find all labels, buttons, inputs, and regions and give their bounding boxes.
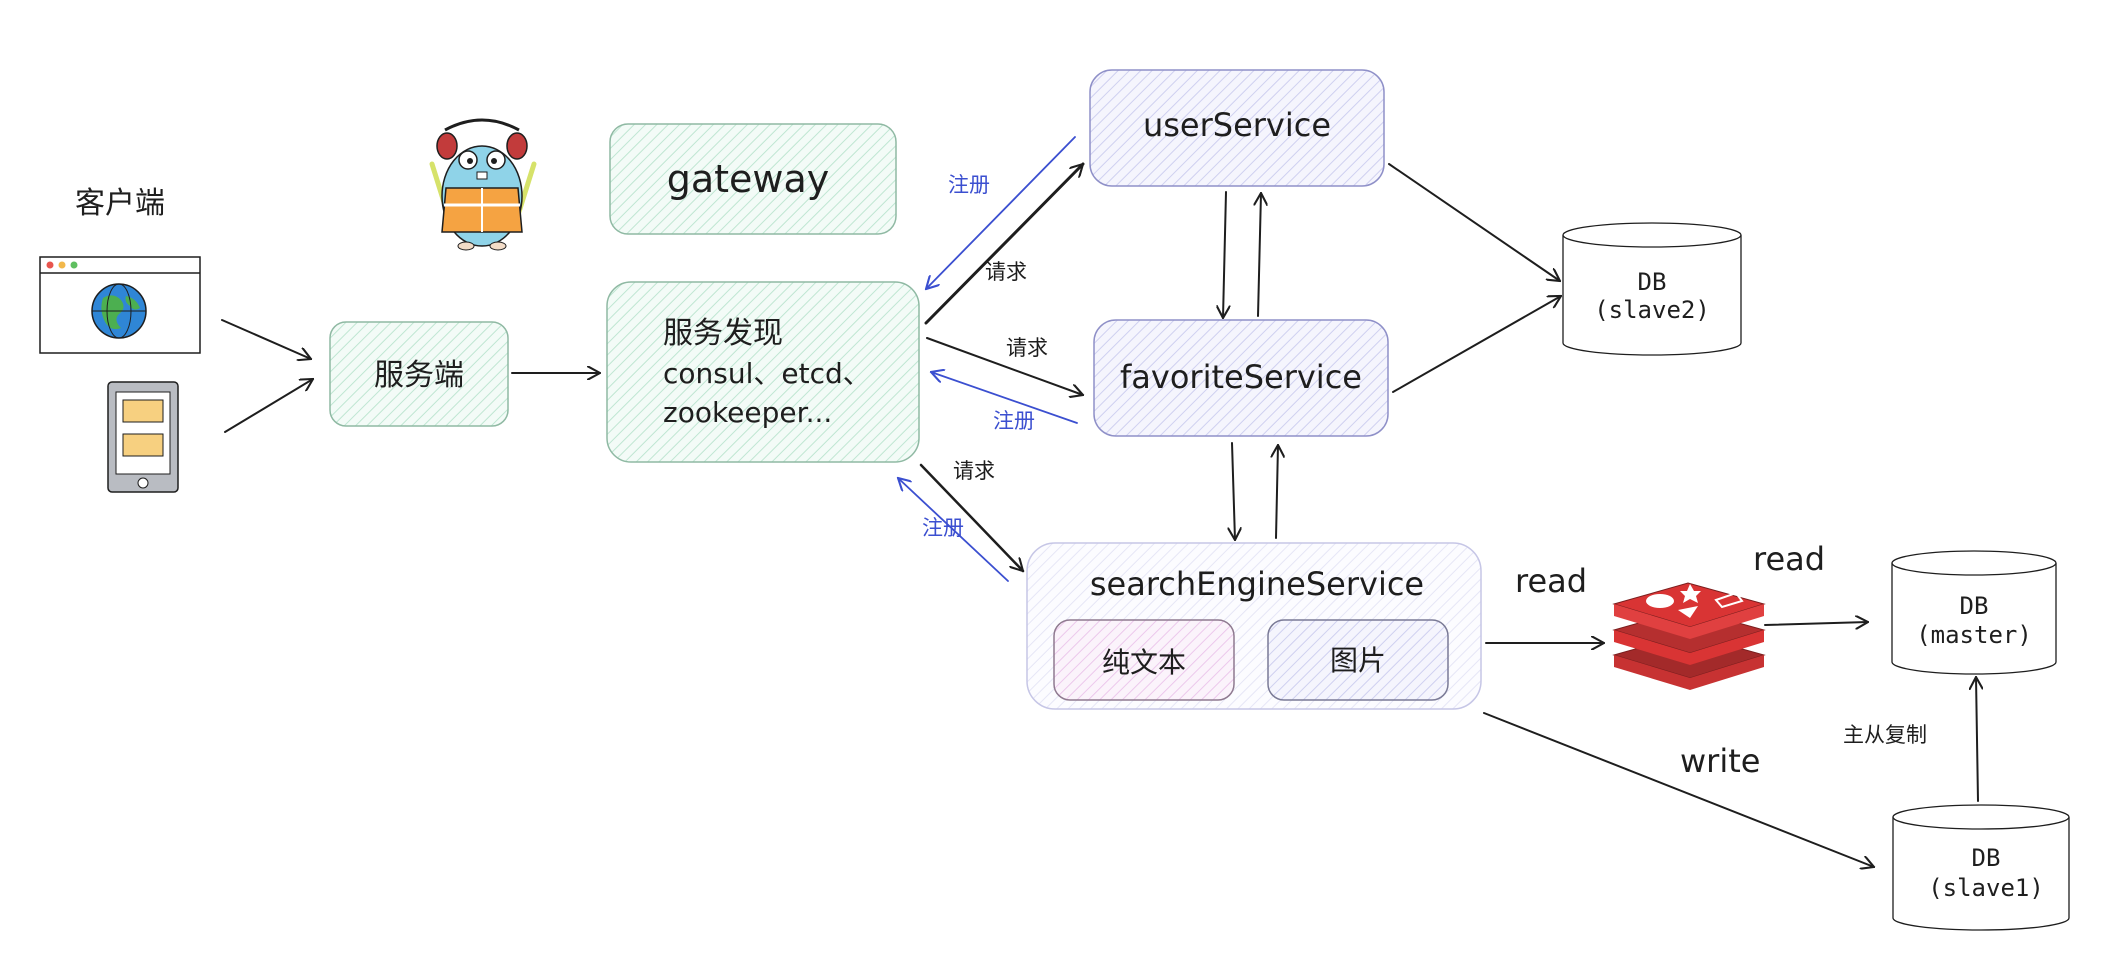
replication-label: 主从复制 [1843, 723, 1927, 747]
register-label-search: 注册 [922, 516, 964, 540]
search-engine-service-node[interactable]: searchEngineService 纯文本 图片 [1026, 542, 1482, 710]
plain-text-subnode[interactable]: 纯文本 [1053, 619, 1235, 701]
browser-globe-icon [39, 256, 201, 354]
request-label-search: 请求 [953, 459, 995, 483]
discovery-title: 服务发现 [663, 316, 783, 351]
favorite-service-node[interactable]: favoriteService [1093, 319, 1389, 437]
register-label-favorite: 注册 [993, 409, 1035, 433]
client-title: 客户端 [75, 186, 165, 221]
db-slave1-line2: (slave1) [1928, 874, 2044, 902]
db-slave1-line1: DB [1972, 844, 2001, 872]
db-slave2[interactable]: DB (slave2) [1562, 222, 1742, 356]
image-label: 图片 [1330, 644, 1386, 677]
db-slave2-line1: DB [1638, 268, 1667, 296]
connection-arrows [221, 164, 1978, 867]
plain-text-label: 纯文本 [1102, 646, 1186, 679]
db-slave1[interactable]: DB (slave1) [1892, 804, 2070, 931]
request-label-favorite: 请求 [1006, 336, 1048, 360]
gopher-mascot-icon [429, 118, 537, 251]
service-discovery-node[interactable]: 服务发现 consul、etcd、 zookeeper... [606, 281, 920, 463]
server-label: 服务端 [374, 358, 464, 393]
db-master-line1: DB [1960, 592, 1989, 620]
gateway-label: gateway [667, 157, 830, 201]
read-label-search: read [1515, 562, 1587, 600]
db-slave2-line2: (slave2) [1594, 296, 1710, 324]
read-label-master: read [1753, 540, 1825, 578]
mobile-phone-icon [107, 381, 179, 493]
write-label: write [1680, 742, 1760, 780]
register-arrows [898, 136, 1078, 582]
discovery-line2: consul、etcd、 [663, 357, 871, 390]
db-master-line2: (master) [1916, 621, 2032, 649]
server-node[interactable]: 服务端 [329, 321, 509, 427]
db-master[interactable]: DB (master) [1891, 550, 2057, 675]
search-engine-service-label: searchEngineService [1090, 565, 1424, 603]
redis-logo-icon [1612, 582, 1766, 690]
image-subnode[interactable]: 图片 [1267, 619, 1449, 701]
gateway-node[interactable]: gateway [609, 123, 897, 235]
register-label-user: 注册 [948, 173, 990, 197]
discovery-line3: zookeeper... [663, 396, 832, 429]
user-service-label: userService [1143, 106, 1331, 144]
user-service-node[interactable]: userService [1089, 69, 1385, 187]
favorite-service-label: favoriteService [1120, 358, 1362, 396]
request-label-user: 请求 [985, 260, 1027, 284]
